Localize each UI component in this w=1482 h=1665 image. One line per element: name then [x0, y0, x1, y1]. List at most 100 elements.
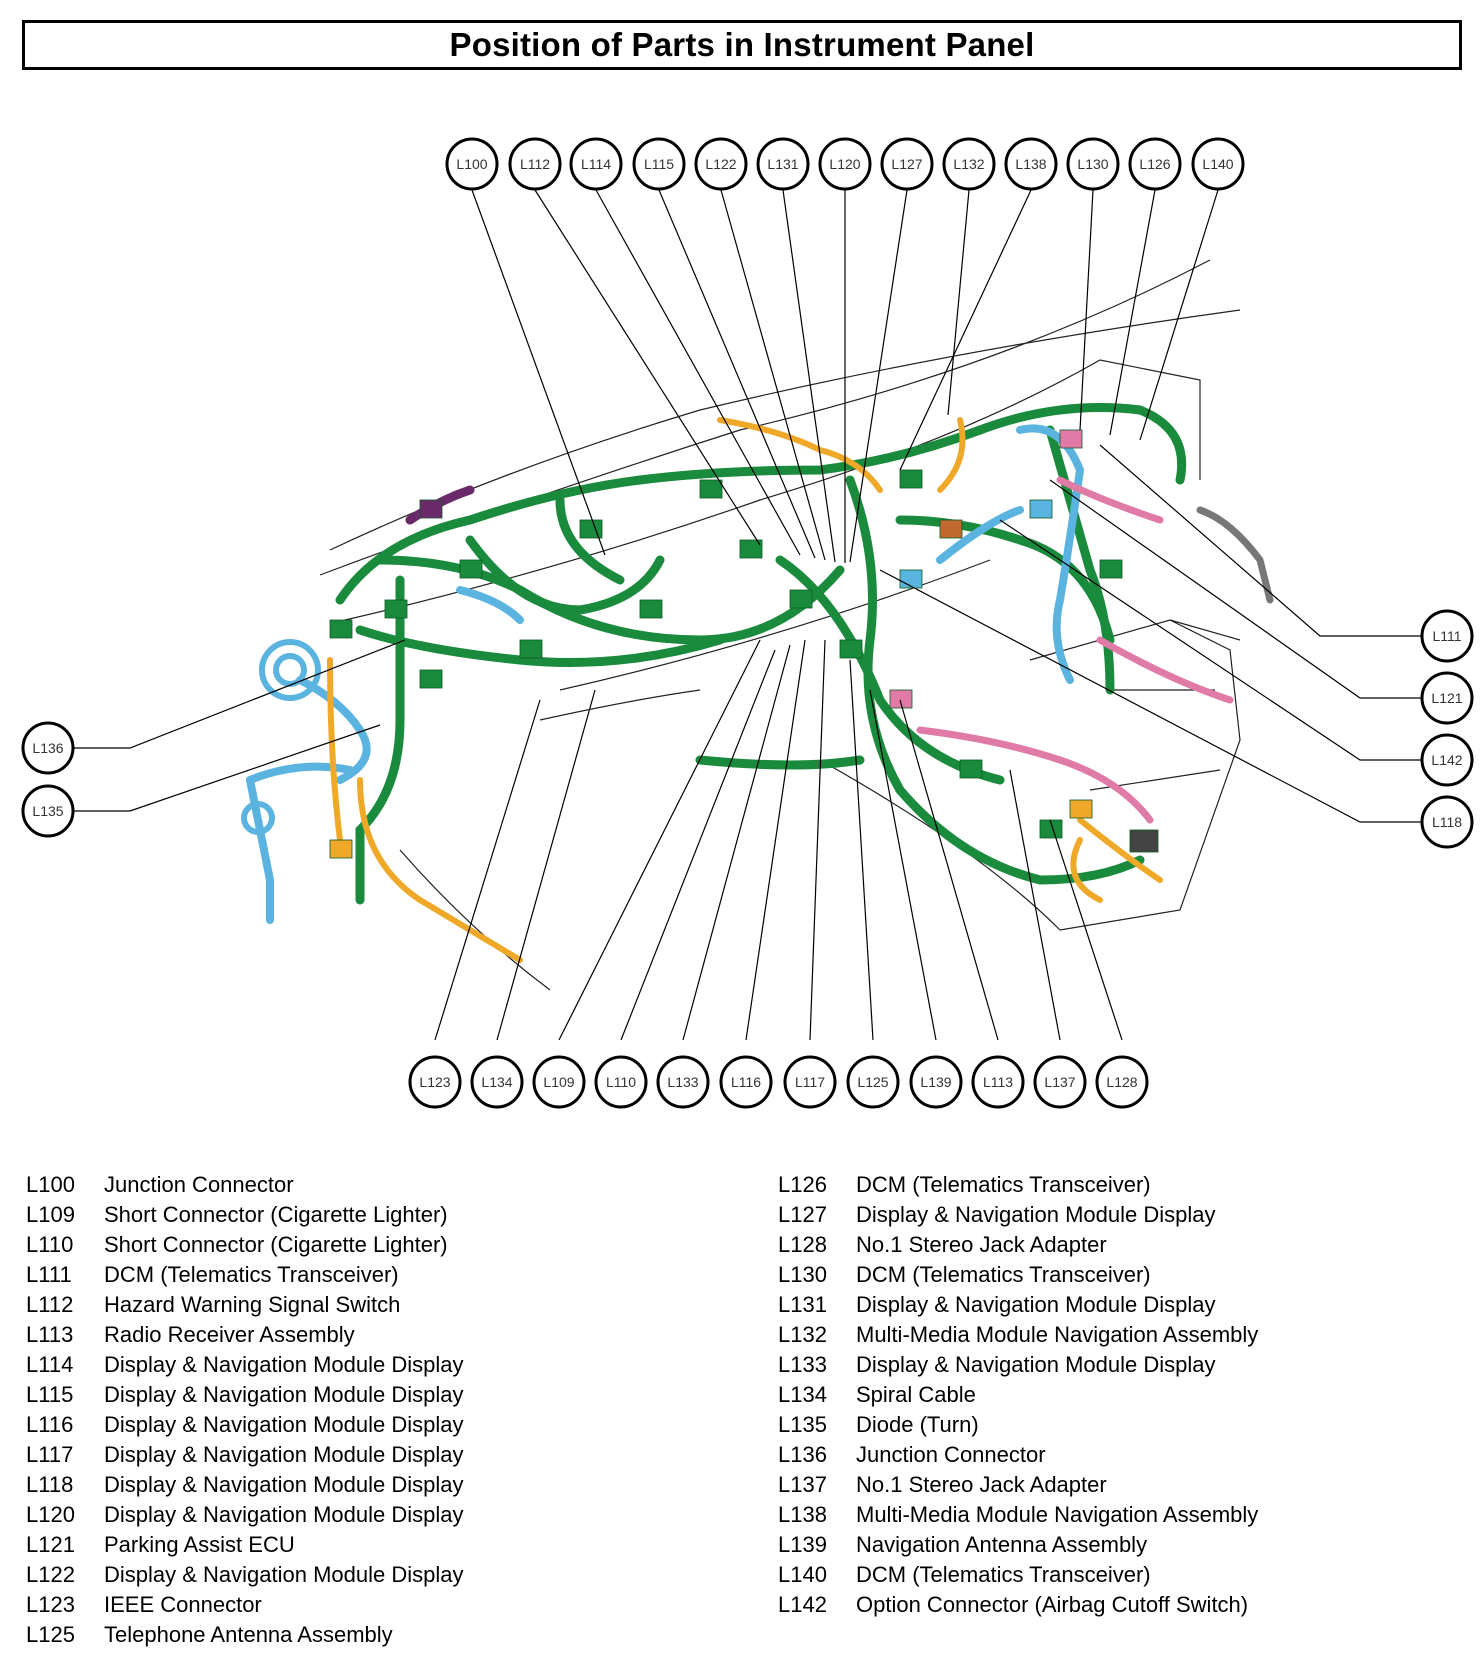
callout-label: L126 [1139, 156, 1170, 172]
connector-blocks [329, 429, 1159, 859]
legend-code: L114 [26, 1352, 74, 1377]
callout-l133: L133 [656, 1055, 710, 1109]
legend-desc: Multi-Media Module Navigation Assembly [856, 1322, 1259, 1347]
callout-l112: L112 [508, 137, 562, 191]
legend-desc: Multi-Media Module Navigation Assembly [856, 1502, 1259, 1527]
callout-l138: L138 [1004, 137, 1058, 191]
harness-gray [1196, 506, 1274, 604]
callout-label: L137 [1044, 1074, 1075, 1090]
leader-lines [48, 189, 1422, 1041]
legend-desc: Short Connector (Cigarette Lighter) [104, 1232, 448, 1257]
callout-l120: L120 [818, 137, 872, 191]
callout-l132: L132 [942, 137, 996, 191]
legend-item: L112 Hazard Warning Signal Switch [26, 1290, 464, 1320]
legend-desc: No.1 Stereo Jack Adapter [856, 1472, 1107, 1497]
legend-code: L128 [778, 1232, 827, 1257]
callout-label: L128 [1106, 1074, 1137, 1090]
legend-item: L126 DCM (Telematics Transceiver) [778, 1170, 1258, 1200]
legend-desc: Short Connector (Cigarette Lighter) [104, 1202, 448, 1227]
callout-l139: L139 [909, 1055, 963, 1109]
callout-l111: L111 [1420, 609, 1474, 663]
callout-l114: L114 [569, 137, 623, 191]
legend-desc: DCM (Telematics Transceiver) [856, 1172, 1151, 1197]
legend-desc: Spiral Cable [856, 1382, 976, 1407]
legend-desc: Display & Navigation Module Display [104, 1442, 464, 1467]
legend-code: L138 [778, 1502, 827, 1527]
legend-desc: No.1 Stereo Jack Adapter [856, 1232, 1107, 1257]
callouts-bottom: L123 L134 L109 L110 L133 L116 L117 L125 … [408, 1055, 1149, 1109]
callout-l122: L122 [694, 137, 748, 191]
callout-label: L125 [857, 1074, 888, 1090]
callout-l137: L137 [1033, 1055, 1087, 1109]
callout-l125: L125 [846, 1055, 900, 1109]
legend-desc: DCM (Telematics Transceiver) [856, 1262, 1151, 1287]
legend-item: L114 Display & Navigation Module Display [26, 1350, 464, 1380]
callout-l134: L134 [470, 1055, 524, 1109]
harness-pink [916, 476, 1234, 824]
legend-code: L123 [26, 1592, 75, 1617]
spiral-cable [241, 639, 321, 835]
callout-label: L130 [1077, 156, 1108, 172]
legend-desc: Radio Receiver Assembly [104, 1322, 355, 1347]
legend-desc: Display & Navigation Module Display [856, 1352, 1216, 1377]
callout-label: L112 [520, 156, 550, 172]
legend-code: L112 [26, 1292, 74, 1317]
legend-code: L117 [26, 1442, 74, 1467]
legend-code: L121 [26, 1532, 75, 1557]
legend-desc: Junction Connector [104, 1172, 294, 1197]
legend-code: L127 [778, 1202, 827, 1227]
legend-item: L132 Multi-Media Module Navigation Assemb… [778, 1320, 1258, 1350]
callout-l128: L128 [1095, 1055, 1149, 1109]
legend-desc: DCM (Telematics Transceiver) [856, 1562, 1151, 1587]
legend-code: L125 [26, 1622, 75, 1647]
legend-code: L126 [778, 1172, 827, 1197]
title-box: Position of Parts in Instrument Panel [22, 20, 1462, 70]
callout-label: L116 [731, 1074, 761, 1090]
legend-code: L137 [778, 1472, 827, 1497]
legend-desc: Hazard Warning Signal Switch [104, 1292, 401, 1317]
legend-code: L132 [778, 1322, 827, 1347]
legend-code: L134 [778, 1382, 827, 1407]
callout-l140: L140 [1191, 137, 1245, 191]
legend-code: L135 [778, 1412, 827, 1437]
legend-item: L130 DCM (Telematics Transceiver) [778, 1260, 1258, 1290]
legend-code: L133 [778, 1352, 827, 1377]
callouts-right: L111 L121 L142 L118 [1420, 609, 1474, 849]
callout-label: L138 [1015, 156, 1046, 172]
legend-code: L100 [26, 1172, 75, 1197]
callout-label: L120 [829, 156, 860, 172]
callout-label: L100 [456, 156, 487, 172]
legend-code: L136 [778, 1442, 827, 1467]
legend-code: L118 [26, 1472, 74, 1497]
callout-l142: L142 [1420, 733, 1474, 787]
legend-code: L130 [778, 1262, 827, 1287]
callout-label: L139 [920, 1074, 951, 1090]
callout-l126: L126 [1128, 137, 1182, 191]
callout-l135: L135 [21, 784, 75, 838]
callout-l100: L100 [445, 137, 499, 191]
harness-blue [246, 424, 1085, 924]
callout-l127: L127 [880, 137, 934, 191]
callout-label: L122 [705, 156, 736, 172]
legend-desc: Display & Navigation Module Display [104, 1352, 464, 1377]
callout-l123: L123 [408, 1055, 462, 1109]
callout-label: L131 [767, 156, 798, 172]
callout-l121: L121 [1420, 671, 1474, 725]
legend-code: L120 [26, 1502, 75, 1527]
legend-code: L111 [26, 1262, 72, 1287]
legend-item: L123 IEEE Connector [26, 1590, 464, 1620]
legend-desc: IEEE Connector [104, 1592, 262, 1617]
